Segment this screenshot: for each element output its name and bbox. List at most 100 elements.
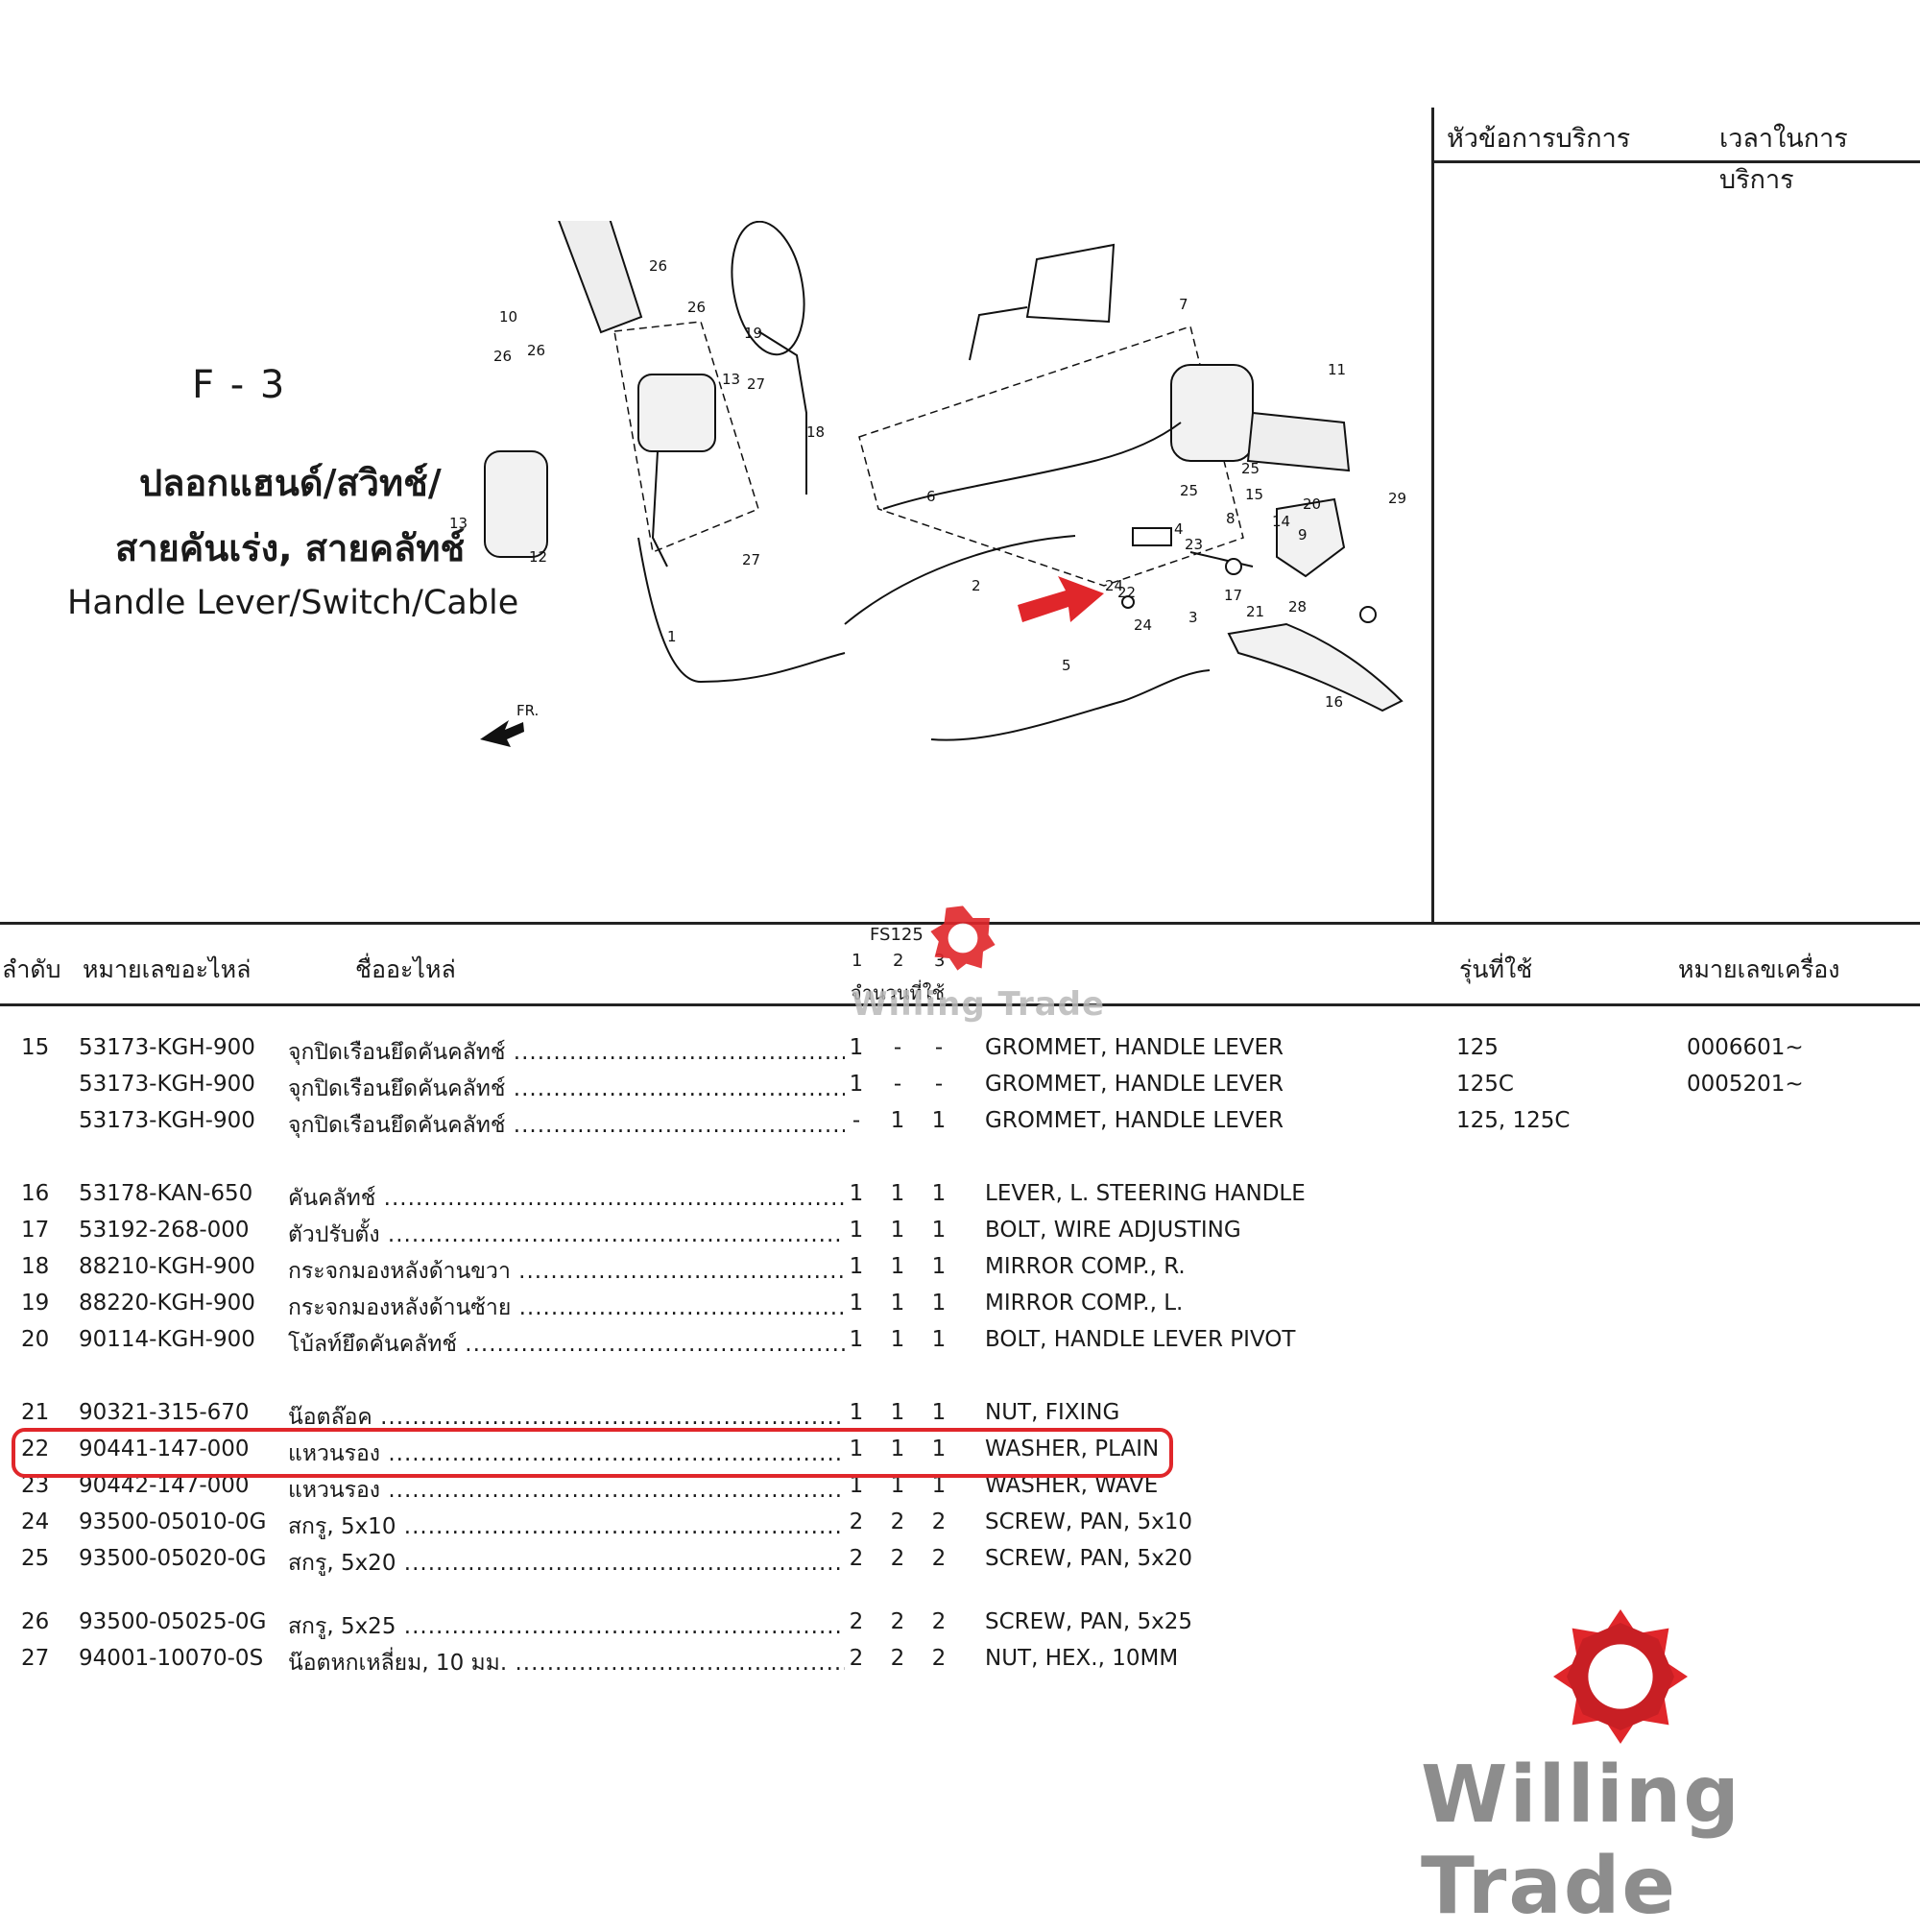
qty-1: 1 — [849, 1400, 864, 1425]
table-row: 1888210-KGH-900กระจกมองหลังด้านขวา111MIR… — [0, 1254, 1920, 1287]
item-number: 20 — [21, 1327, 50, 1352]
service-topic-header: หัวข้อการบริการ — [1447, 124, 1631, 154]
grommet-28 — [1359, 606, 1377, 623]
qty-2: 1 — [890, 1400, 905, 1425]
qty-3: - — [934, 1035, 944, 1060]
table-row: 53173-KGH-900 จุกปิดเรือนยึดคันคลัทช์- 1 1 G… — [0, 1108, 1920, 1141]
callout-number: 14 — [1272, 513, 1290, 530]
callout-number: 3 — [1188, 609, 1198, 626]
brand-name: Willing Trade — [1421, 1750, 1741, 1932]
item-number: 26 — [21, 1609, 50, 1634]
header-model: รุ่นที่ใช้ — [1459, 955, 1533, 983]
highlighted-row-outline — [12, 1428, 1173, 1478]
part-name-thai: ตัวปรับตั้ง — [288, 1218, 845, 1252]
qty-3: 1 — [931, 1327, 947, 1352]
callout-number: 7 — [1179, 296, 1188, 313]
qty-2: 1 — [890, 1108, 905, 1133]
part-name-thai: คันคลัทช์ — [288, 1181, 845, 1216]
header-item-no: ลำดับ — [2, 955, 61, 983]
qty-1: 2 — [849, 1509, 864, 1534]
lever-bracket-9 — [1276, 497, 1346, 578]
qty-2: 1 — [890, 1473, 905, 1498]
throttle-cable-2 — [844, 535, 1076, 625]
front-direction-label: FR. — [516, 702, 539, 719]
callout-number: 29 — [1388, 490, 1406, 507]
part-number: 53178-KAN-650 — [79, 1181, 253, 1206]
part-number: 93500-05025-0G — [79, 1609, 267, 1634]
throttle-cable-1 — [637, 537, 846, 684]
clutch-cable-5 — [930, 669, 1211, 741]
callout-number: 15 — [1245, 486, 1263, 503]
callout-number: 12 — [529, 548, 547, 566]
callout-number: 11 — [1328, 361, 1346, 378]
qty-1: 1 — [849, 1327, 864, 1352]
part-name-thai: สกรู, 5x25 — [288, 1609, 845, 1644]
item-number: 16 — [21, 1181, 50, 1206]
left-switch-housing — [637, 374, 716, 452]
exploded-parts-diagram: FR. 123456789101112131314151617181920212… — [449, 221, 1406, 747]
part-name-thai: น๊อตล๊อค — [288, 1400, 845, 1435]
part-number: 90441-147-000 — [79, 1437, 250, 1461]
assembly-box-7 — [858, 326, 1244, 587]
qty-3: 1 — [931, 1291, 947, 1316]
part-name-english: SCREW, PAN, 5x25 — [985, 1609, 1193, 1634]
callout-number: 13 — [449, 515, 468, 532]
part-number: 53192-268-000 — [79, 1218, 250, 1243]
part-name-english: WASHER, PLAIN — [985, 1437, 1160, 1461]
part-number: 90321-315-670 — [79, 1400, 250, 1425]
part-number: 90114-KGH-900 — [79, 1327, 255, 1352]
callout-number: 26 — [687, 299, 706, 316]
brand-logo-watermark — [930, 906, 996, 971]
qty-1: 1 — [849, 1291, 864, 1316]
qty-2: - — [893, 1072, 902, 1097]
engine-number: 0005201~ — [1687, 1072, 1804, 1097]
qty-1: - — [852, 1108, 861, 1133]
part-number: 53173-KGH-900 — [79, 1035, 255, 1060]
callout-number: 28 — [1288, 598, 1307, 616]
table-row: 2090114-KGH-900โบ้ลท์ยึดคันคลัทช์111BOLT… — [0, 1327, 1920, 1360]
right-grip-shape — [1246, 411, 1351, 472]
left-switch-housing-outer — [484, 450, 548, 558]
part-name-english: MIRROR COMP., R. — [985, 1254, 1186, 1279]
qty-3: 2 — [931, 1546, 947, 1571]
qty-3: 1 — [931, 1108, 947, 1133]
clutch-lever-16 — [1227, 622, 1404, 712]
service-time-header: เวลาในการบริการ — [1719, 124, 1848, 195]
part-name-english: MIRROR COMP., L. — [985, 1291, 1184, 1316]
part-number: 88210-KGH-900 — [79, 1254, 255, 1279]
part-name-thai: จุกปิดเรือนยึดคันคลัทช์ — [288, 1108, 845, 1143]
part-name-english: GROMMET, HANDLE LEVER — [985, 1072, 1284, 1097]
qty-2: - — [893, 1035, 902, 1060]
figure-title-english: Handle Lever/Switch/Cable — [67, 584, 519, 622]
header-qty-col-2: 2 — [893, 951, 904, 971]
part-name-english: GROMMET, HANDLE LEVER — [985, 1108, 1284, 1133]
figure-code: F - 3 — [192, 363, 287, 407]
right-mirror-shape — [1025, 243, 1116, 324]
part-name-english: LEVER, L. STEERING HANDLE — [985, 1181, 1306, 1206]
qty-3: 1 — [931, 1473, 947, 1498]
part-number: 94001-10070-0S — [79, 1646, 264, 1671]
right-mirror-stem — [969, 306, 1028, 361]
left-grip-shape — [558, 221, 643, 334]
part-number: 93500-05020-0G — [79, 1546, 267, 1571]
part-name-english: GROMMET, HANDLE LEVER — [985, 1035, 1284, 1060]
qty-3: 2 — [931, 1609, 947, 1634]
callout-number: 16 — [1325, 693, 1343, 711]
part-number: 53173-KGH-900 — [79, 1108, 255, 1133]
qty-2: 1 — [890, 1437, 905, 1461]
part-name-english: BOLT, HANDLE LEVER PIVOT — [985, 1327, 1296, 1352]
qty-2: 1 — [890, 1181, 905, 1206]
washer-22 — [1121, 595, 1135, 609]
callout-number: 5 — [1062, 657, 1071, 674]
table-row: 1553173-KGH-900จุกปิดเรือนยึดคันคลัทช์1-… — [0, 1035, 1920, 1068]
right-switch-housing — [1170, 364, 1254, 462]
callout-number: 19 — [744, 325, 762, 342]
qty-2: 2 — [890, 1609, 905, 1634]
part-name-english: NUT, FIXING — [985, 1400, 1120, 1425]
